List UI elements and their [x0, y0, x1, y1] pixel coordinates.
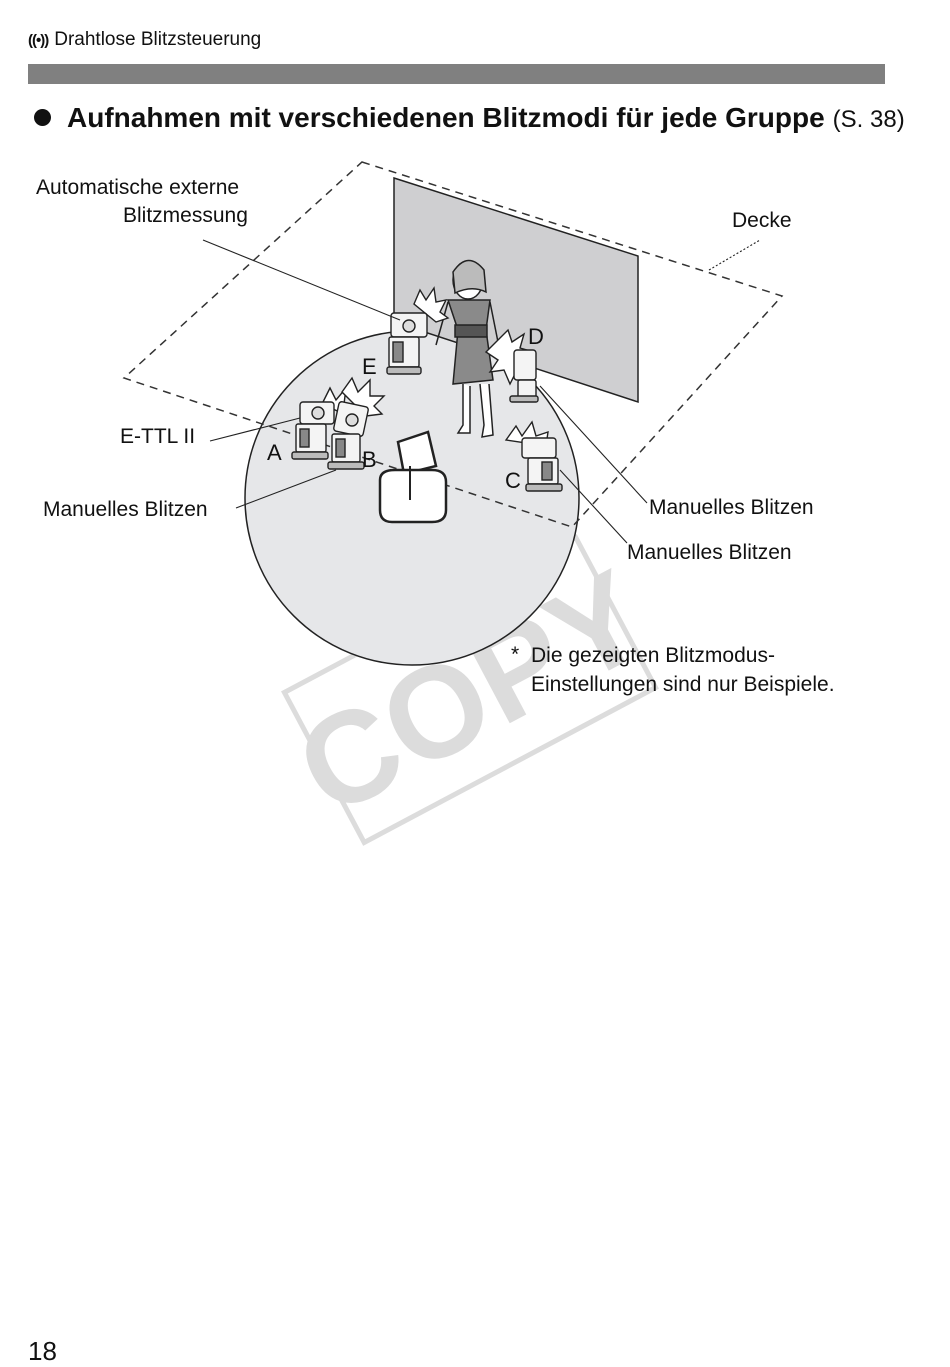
flash-unit-d: [484, 328, 539, 403]
backdrop-wall: [393, 176, 639, 404]
ceiling-outline: [122, 161, 784, 528]
note-line1: Die gezeigten Blitzmodus-: [531, 644, 775, 667]
group-label-b: B: [362, 447, 377, 472]
camera-icon: [378, 430, 448, 524]
label-manual-right-bottom: Manuelles Blitzen: [627, 541, 792, 564]
section-header: ((•)) Drahtlose Blitzsteuerung: [28, 29, 261, 51]
model-figure: [435, 259, 499, 438]
label-ceiling: Decke: [732, 209, 792, 232]
label-auto-metering-line2: Blitzmessung: [123, 204, 248, 227]
heading-page-ref: (S. 38): [832, 106, 905, 133]
label-ettl: E-TTL II: [120, 425, 196, 448]
heading-title: Aufnahmen mit verschiedenen Blitzmodi fü…: [67, 102, 825, 133]
header-bar: [28, 64, 885, 84]
wireless-icon: ((•)): [28, 31, 49, 49]
flash-unit-b: [327, 376, 386, 470]
leader-lines: [202, 239, 761, 544]
label-manual-right-top: Manuelles Blitzen: [649, 496, 814, 519]
flash-unit-e: [386, 286, 450, 375]
group-label-e: E: [362, 354, 377, 379]
label-auto-metering-line1: Automatische externe: [36, 176, 240, 199]
group-label-c: C: [505, 468, 521, 493]
group-label-a: A: [267, 440, 282, 465]
note-asterisk: *: [511, 643, 520, 666]
page-heading: Aufnahmen mit verschiedenen Blitzmodi fü…: [34, 102, 905, 134]
bullet-icon: [34, 109, 51, 126]
section-title: Drahtlose Blitzsteuerung: [54, 29, 262, 50]
note-line2: Einstellungen sind nur Beispiele.: [531, 673, 835, 696]
flash-unit-c: [504, 420, 563, 492]
group-label-d: D: [528, 324, 544, 349]
page-number: 18: [28, 1336, 57, 1366]
label-manual-left: Manuelles Blitzen: [43, 498, 208, 521]
